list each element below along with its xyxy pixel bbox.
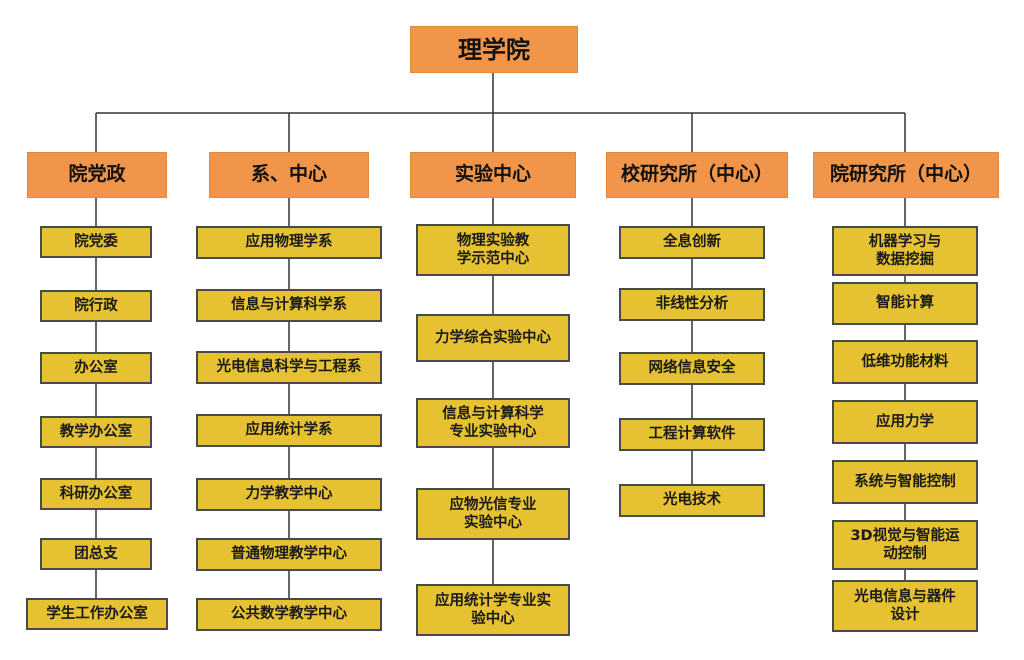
org-unit-box: 非线性分析 bbox=[619, 288, 765, 321]
org-unit-box: 光电技术 bbox=[619, 484, 765, 517]
org-unit-box: 工程计算软件 bbox=[619, 418, 765, 451]
org-unit-box: 院党委 bbox=[40, 226, 152, 258]
org-unit-box: 力学教学中心 bbox=[196, 478, 382, 511]
org-unit-box: 力学综合实验中心 bbox=[416, 314, 570, 362]
category-node: 系、中心 bbox=[209, 152, 369, 198]
org-unit-box: 光电信息与器件 设计 bbox=[832, 580, 978, 632]
org-unit-box: 网络信息安全 bbox=[619, 352, 765, 385]
org-unit-box: 机器学习与 数据挖掘 bbox=[832, 226, 978, 276]
org-unit-box: 系统与智能控制 bbox=[832, 460, 978, 504]
category-node: 实验中心 bbox=[410, 152, 576, 198]
org-unit-box: 应用力学 bbox=[832, 400, 978, 444]
category-node: 院党政 bbox=[27, 152, 167, 198]
org-unit-box: 院行政 bbox=[40, 290, 152, 322]
org-unit-box: 物理实验教 学示范中心 bbox=[416, 224, 570, 276]
org-unit-box: 应用统计学系 bbox=[196, 414, 382, 447]
org-unit-box: 科研办公室 bbox=[40, 478, 152, 510]
org-unit-box: 公共数学教学中心 bbox=[196, 598, 382, 631]
org-unit-box: 信息与计算科学系 bbox=[196, 289, 382, 322]
category-node: 院研究所（中心） bbox=[813, 152, 999, 198]
org-unit-box: 全息创新 bbox=[619, 226, 765, 259]
org-unit-box: 3D视觉与智能运 动控制 bbox=[832, 520, 978, 570]
org-unit-box: 团总支 bbox=[40, 538, 152, 570]
org-unit-box: 光电信息科学与工程系 bbox=[196, 351, 382, 384]
org-unit-box: 智能计算 bbox=[832, 282, 978, 325]
root-node-title: 理学院 bbox=[410, 26, 578, 73]
org-unit-box: 应物光信专业 实验中心 bbox=[416, 488, 570, 540]
org-unit-box: 信息与计算科学 专业实验中心 bbox=[416, 398, 570, 448]
org-unit-box: 低维功能材料 bbox=[832, 340, 978, 384]
org-unit-box: 教学办公室 bbox=[40, 416, 152, 448]
org-unit-box: 办公室 bbox=[40, 352, 152, 384]
org-unit-box: 学生工作办公室 bbox=[26, 598, 168, 630]
org-unit-box: 应用物理学系 bbox=[196, 226, 382, 259]
org-unit-box: 普通物理教学中心 bbox=[196, 538, 382, 571]
org-unit-box: 应用统计学专业实 验中心 bbox=[416, 584, 570, 636]
category-node: 校研究所（中心） bbox=[606, 152, 788, 198]
